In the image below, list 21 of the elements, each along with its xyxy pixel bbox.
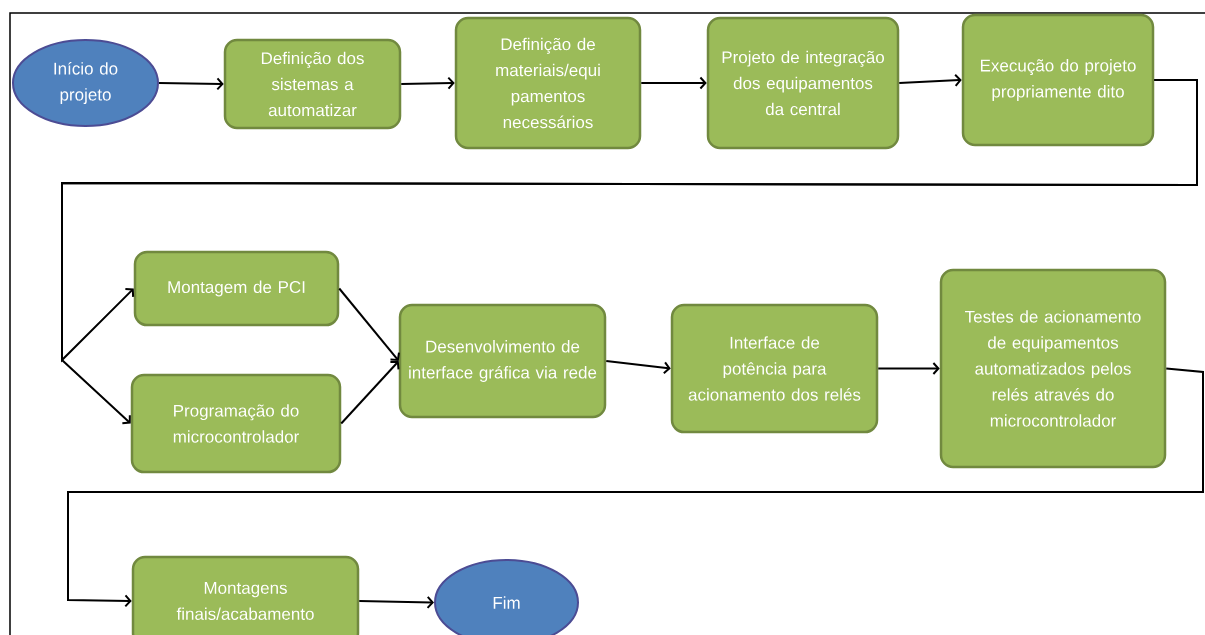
- process-box: Montagem de PCI: [133, 250, 340, 327]
- arrow: [158, 77, 224, 91]
- process-box: Desenvolvimento de interface gráfica via rede: [398, 303, 607, 419]
- process-box: Montagens finais/acabamento: [131, 555, 360, 635]
- process-box: Projeto de integração dos equipamentos da central: [706, 16, 900, 150]
- arrow: [400, 76, 455, 90]
- arrow: [605, 360, 671, 375]
- process-box: Programação do microcontrolador: [130, 373, 342, 474]
- arrow: [338, 287, 400, 361]
- arrow: [877, 362, 940, 375]
- process-box: Interface de potência para acionamento dos relés: [670, 303, 879, 434]
- arrow: [340, 360, 400, 425]
- process-box: Execução do projeto propriamente dito: [961, 13, 1155, 147]
- process-box: Testes de acionamento de equipamentos automatizados pelos relés através do microcontrolador: [939, 268, 1167, 469]
- arrow: [898, 73, 962, 87]
- process-box: Definição dos sistemas a automatizar: [223, 38, 402, 130]
- arrow: [358, 595, 434, 609]
- process-box: Definição de materiais/equi pamentos necessários: [454, 16, 642, 150]
- arrow: [640, 76, 707, 90]
- arrow: [61, 79, 1198, 425]
- arrow: [67, 367, 1204, 608]
